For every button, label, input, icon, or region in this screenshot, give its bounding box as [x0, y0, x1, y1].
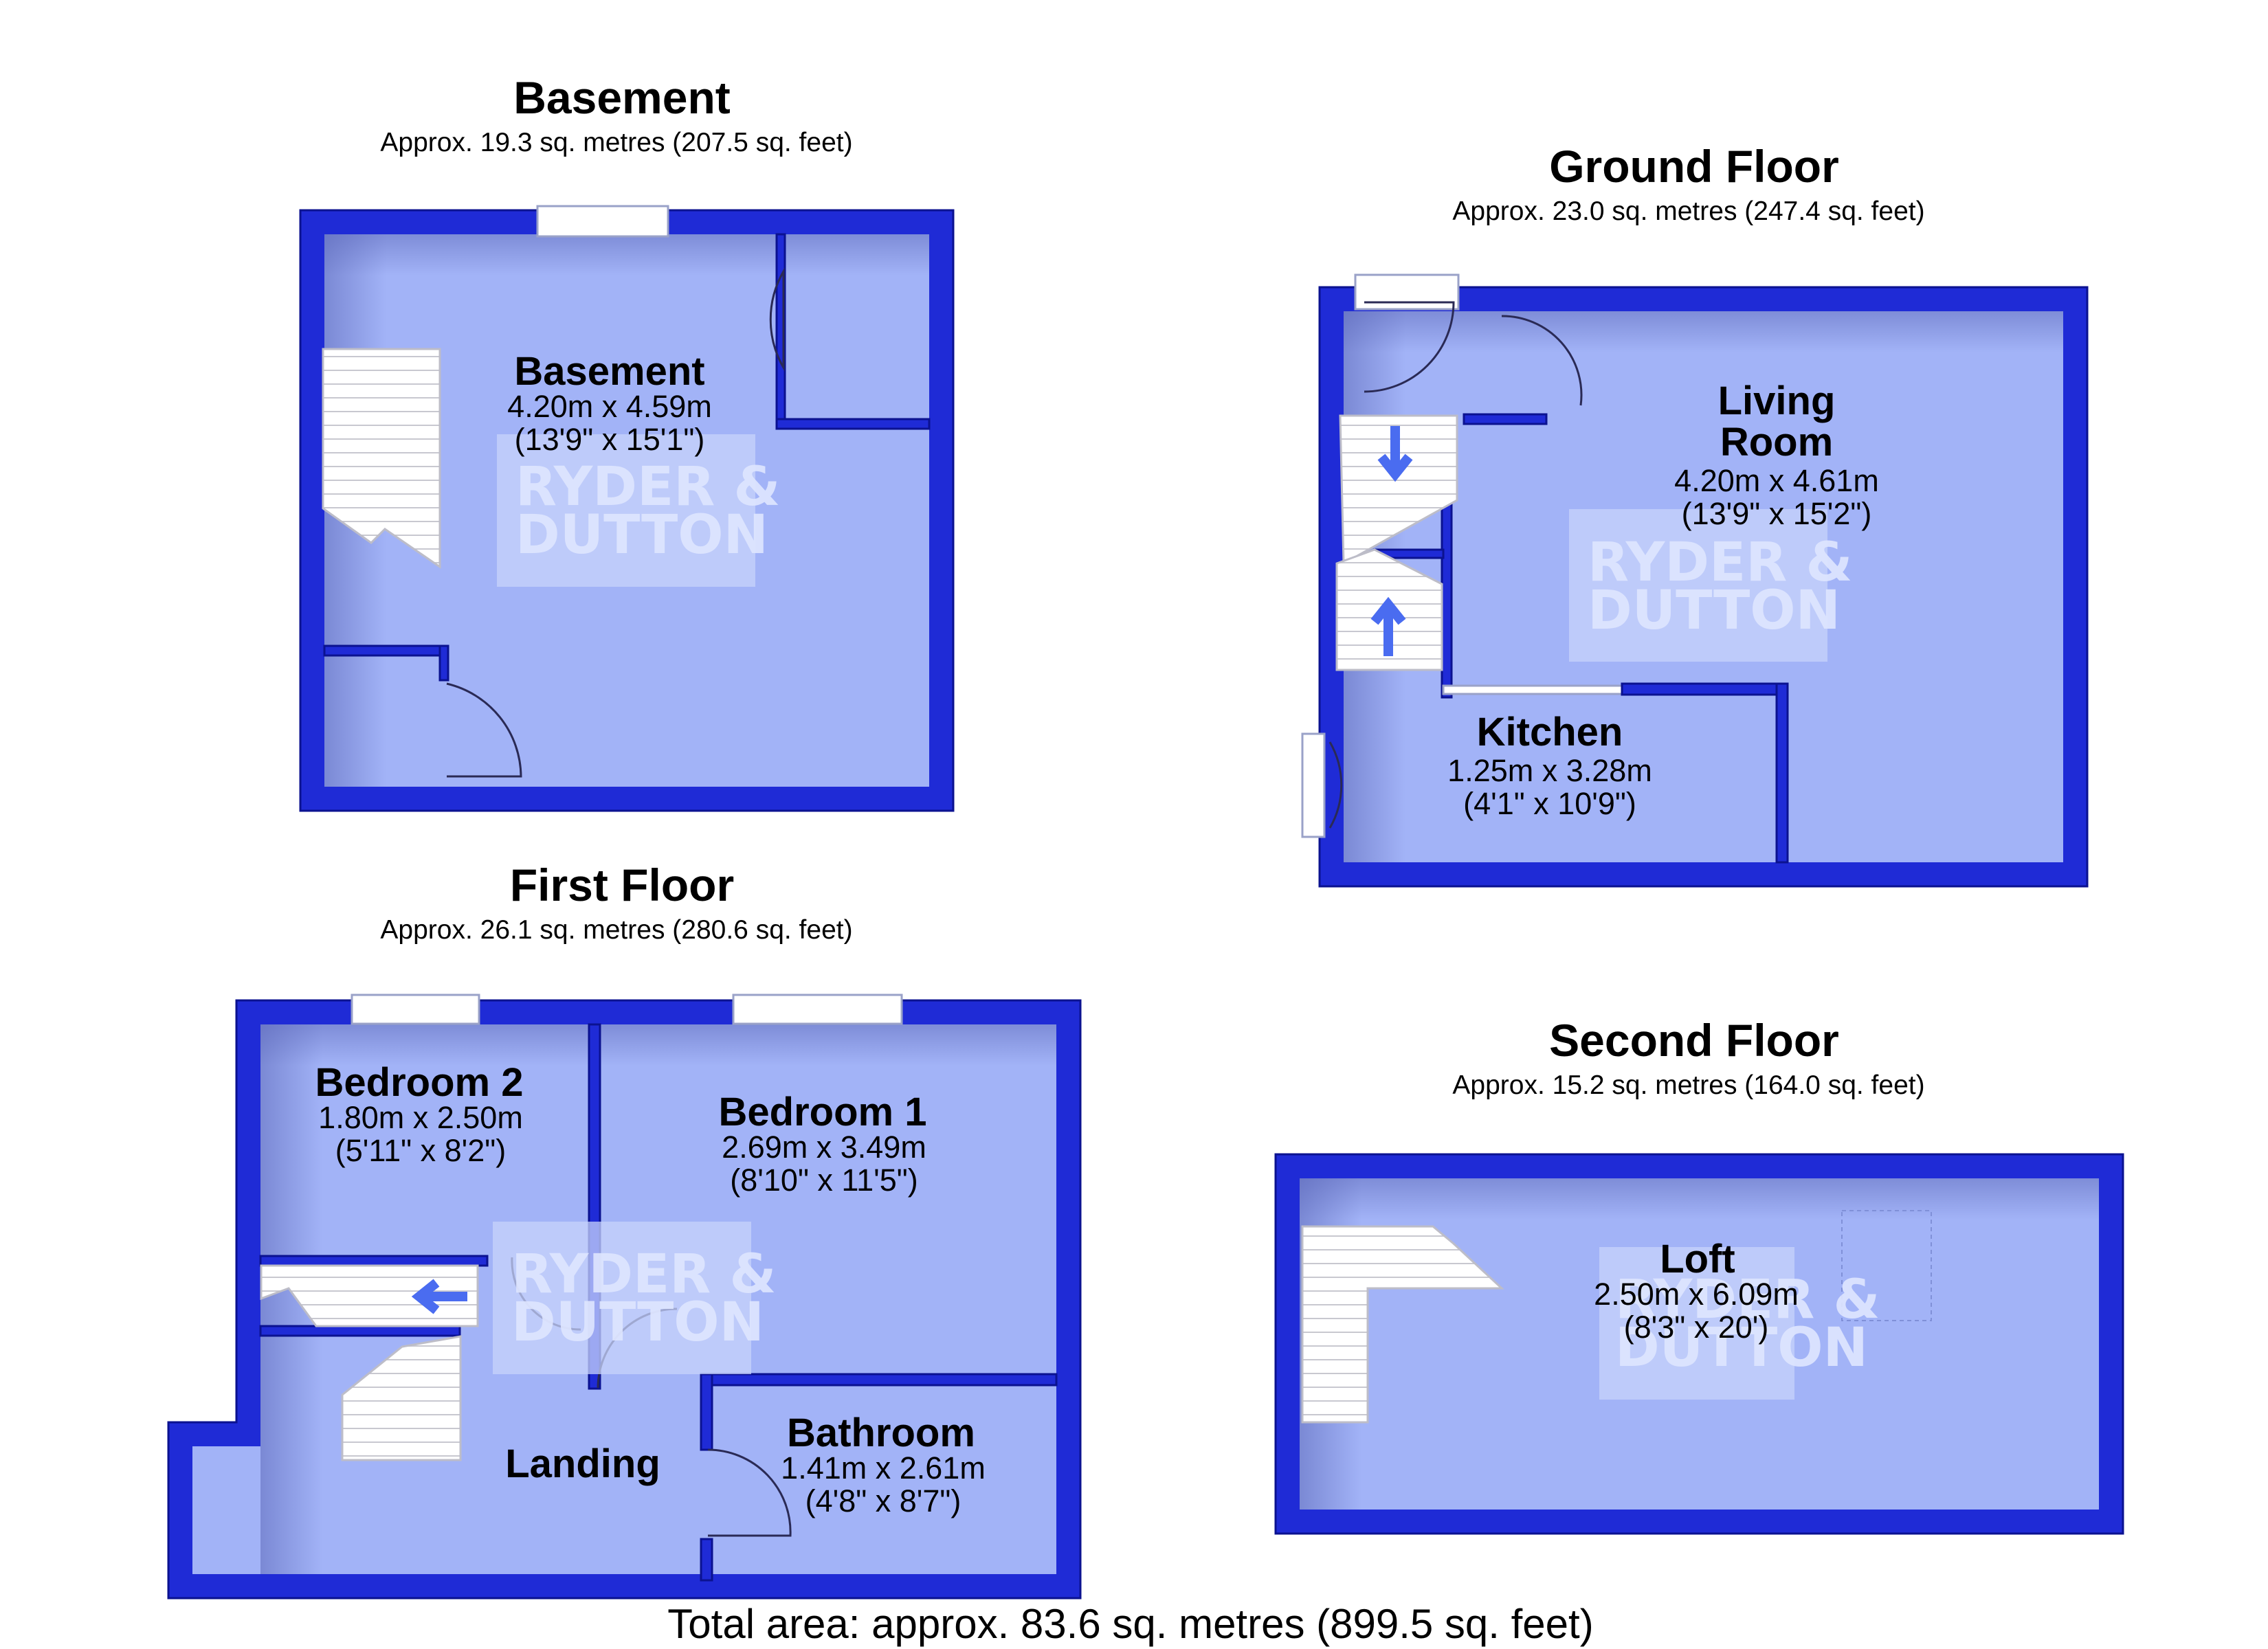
watermark-line1: RYDER &	[1615, 1269, 1880, 1331]
arrow-up-icon	[1370, 596, 1406, 656]
room-loft-metric: 2.50m x 6.09m	[1594, 1277, 1799, 1312]
room-loft-name: Loft	[1660, 1237, 1735, 1281]
watermark-line2: DUTTON	[511, 1292, 764, 1354]
room-bedroom1-name: Bedroom 1	[719, 1090, 927, 1134]
bedroom2-window	[351, 994, 480, 1025]
watermark-line1: RYDER &	[511, 1244, 777, 1305]
ground-watermark	[1569, 509, 1827, 662]
basement-area: Approx. 19.3 sq. metres (207.5 sq. feet)	[380, 128, 852, 157]
first-floor-title: First Floor	[510, 860, 734, 910]
roof-hatch	[1841, 1210, 1932, 1321]
kitchen-door	[1328, 741, 1343, 829]
room-bathroom-imperial: (4'8" x 8'7")	[805, 1483, 961, 1518]
room-bedroom2-name: Bedroom 2	[315, 1060, 524, 1105]
room-bedroom1-metric: 2.69m x 3.49m	[722, 1130, 926, 1165]
basement-door-bottom	[446, 682, 522, 778]
second-floor-area: Approx. 15.2 sq. metres (164.0 sq. feet)	[1452, 1070, 1924, 1100]
room-living-name2: Room	[1720, 420, 1833, 464]
second-floor-plan: Second Floor Approx. 15.2 sq. metres (16…	[1274, 1015, 2124, 1535]
second-watermark	[1599, 1247, 1794, 1400]
arrow-down-icon	[1377, 426, 1413, 482]
first-floor-plan: First Floor Approx. 26.1 sq. metres (280…	[167, 860, 1082, 1600]
first-stairs-lower	[341, 1335, 462, 1461]
first-stairs-upper	[260, 1264, 479, 1327]
total-area: Total area: approx. 83.6 sq. metres (899…	[667, 1601, 1593, 1647]
room-living-name: Living	[1718, 379, 1836, 423]
ground-floor-area: Approx. 23.0 sq. metres (247.4 sq. feet)	[1452, 197, 1924, 226]
room-basement-name: Basement	[514, 349, 704, 394]
room-bedroom2-imperial: (5'11" x 8'2")	[335, 1133, 506, 1168]
room-kitchen-imperial: (4'1" x 10'9")	[1463, 786, 1636, 821]
room-basement-imperial: (13'9" x 15'1")	[515, 422, 705, 457]
basement-title: Basement	[513, 72, 730, 123]
room-kitchen-metric: 1.25m x 3.28m	[1447, 753, 1652, 788]
room-loft-imperial: (8'3" x 20')	[1624, 1310, 1769, 1345]
room-bathroom-metric: 1.41m x 2.61m	[781, 1450, 986, 1485]
basement-window	[536, 205, 669, 238]
ground-floor-plan: Ground Floor Approx. 23.0 sq. metres (24…	[1301, 141, 2089, 888]
watermark-line2: DUTTON	[515, 504, 768, 566]
room-living-imperial: (13'9" x 15'2")	[1682, 496, 1872, 531]
room-kitchen-name: Kitchen	[1477, 710, 1623, 754]
arrow-left-icon	[411, 1279, 467, 1314]
ground-inner-door	[1501, 315, 1583, 406]
room-landing-name: Landing	[505, 1442, 660, 1486]
watermark-line2: DUTTON	[1615, 1317, 1868, 1379]
ground-stairs-up	[1339, 414, 1458, 565]
room-bedroom1-imperial: (8'10" x 11'5")	[730, 1163, 918, 1198]
watermark-line1: RYDER &	[515, 456, 781, 518]
second-floor-title: Second Floor	[1549, 1015, 1839, 1066]
bedroom1-window	[732, 994, 903, 1025]
second-stairs	[1301, 1225, 1504, 1424]
ground-front-door	[1364, 301, 1455, 393]
basement-stairs	[322, 348, 441, 569]
ground-floor-title: Ground Floor	[1549, 141, 1839, 192]
first-watermark	[493, 1222, 751, 1374]
first-floor-area: Approx. 26.1 sq. metres (280.6 sq. feet)	[380, 915, 852, 945]
basement-floor-plan: Basement Approx. 19.3 sq. metres (207.5 …	[299, 72, 955, 812]
room-living-metric: 4.20m x 4.61m	[1674, 463, 1879, 498]
ground-front-door-frame	[1354, 273, 1460, 311]
basement-watermark	[497, 434, 755, 587]
bathroom-door	[707, 1448, 792, 1537]
basement-door-top	[769, 267, 785, 372]
room-bathroom-name: Bathroom	[787, 1411, 975, 1455]
watermark-line2: DUTTON	[1588, 580, 1841, 642]
room-basement-metric: 4.20m x 4.59m	[507, 389, 712, 424]
watermark-line1: RYDER &	[1588, 532, 1853, 594]
room-bedroom2-metric: 1.80m x 2.50m	[318, 1100, 523, 1135]
